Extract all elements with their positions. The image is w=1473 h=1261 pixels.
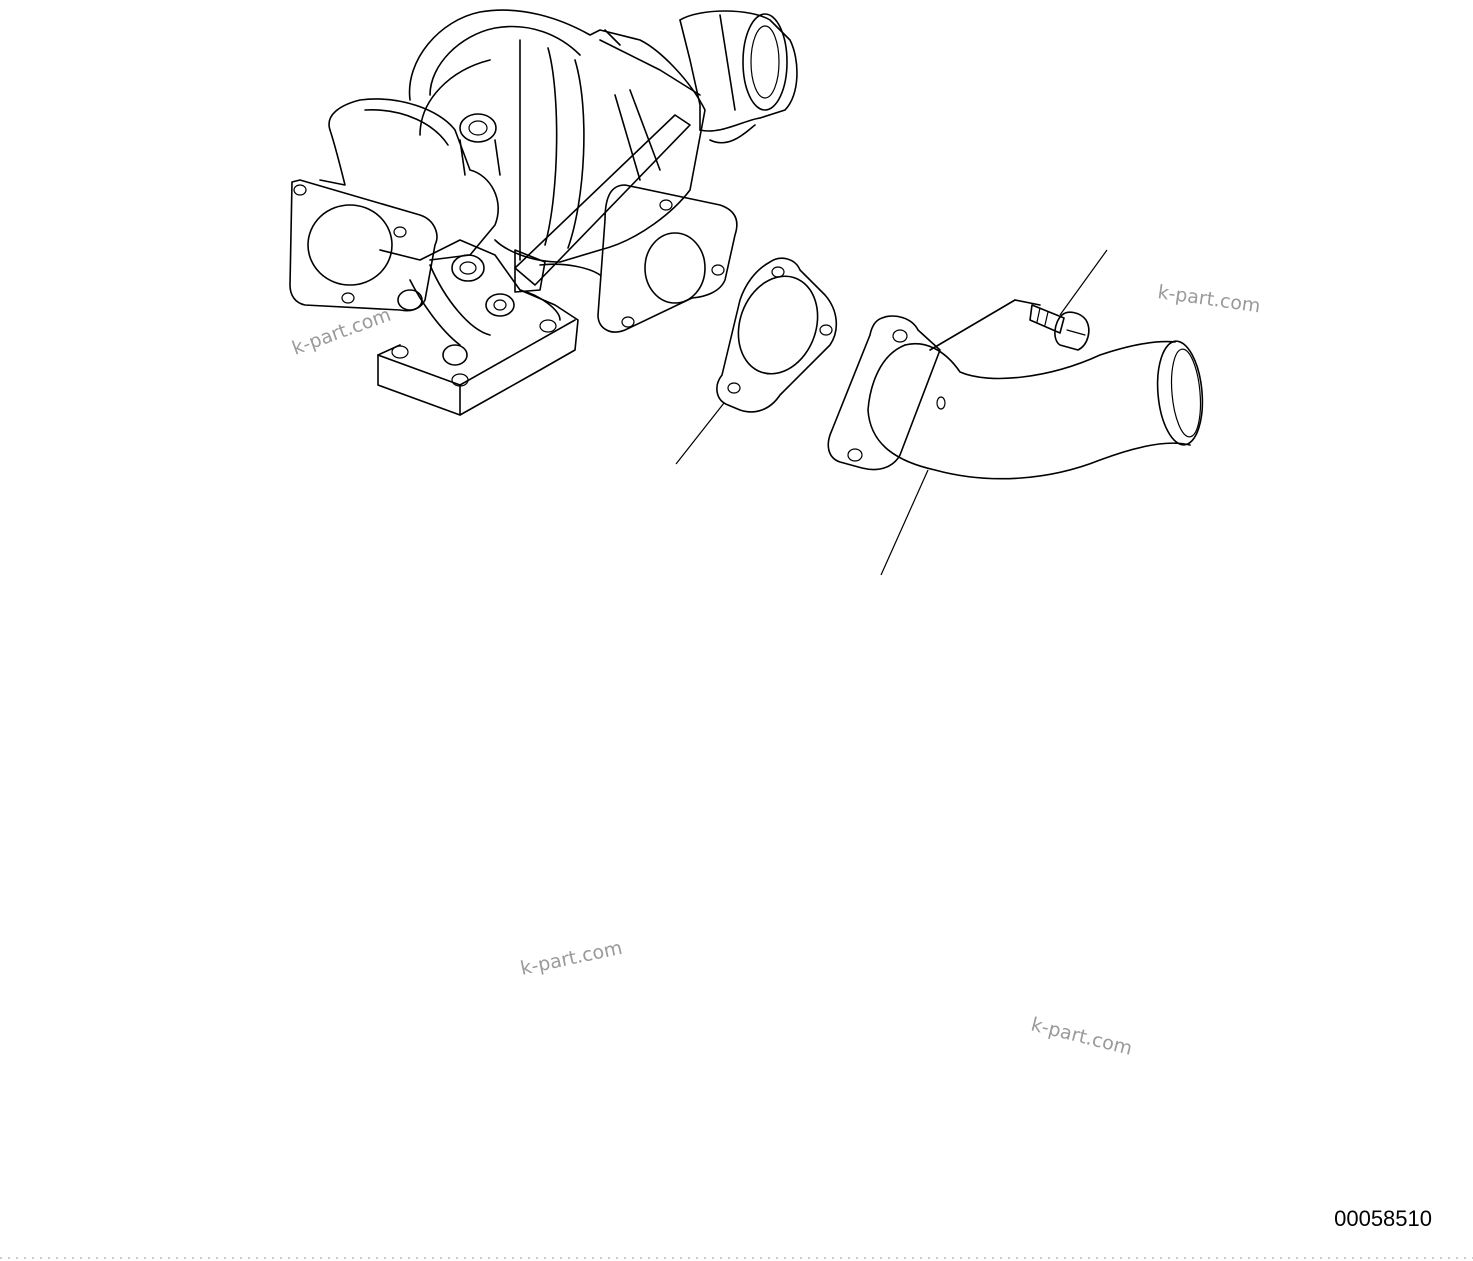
gasket-leader-line [675,402,725,465]
watermark-text: k-part.com [1156,281,1262,317]
watermark-text: k-part.com [289,304,394,360]
drawing-number: 00058510 [1334,1206,1432,1231]
watermark-text: k-part.com [1029,1014,1135,1060]
turbocharger-assembly [289,9,798,416]
bolt-leader-line [1059,249,1108,316]
watermark-text: k-part.com [518,937,624,980]
bolt [1014,249,1108,351]
exhaust-elbow [827,299,1204,576]
gasket [675,257,838,465]
elbow-leader-line [880,469,929,576]
